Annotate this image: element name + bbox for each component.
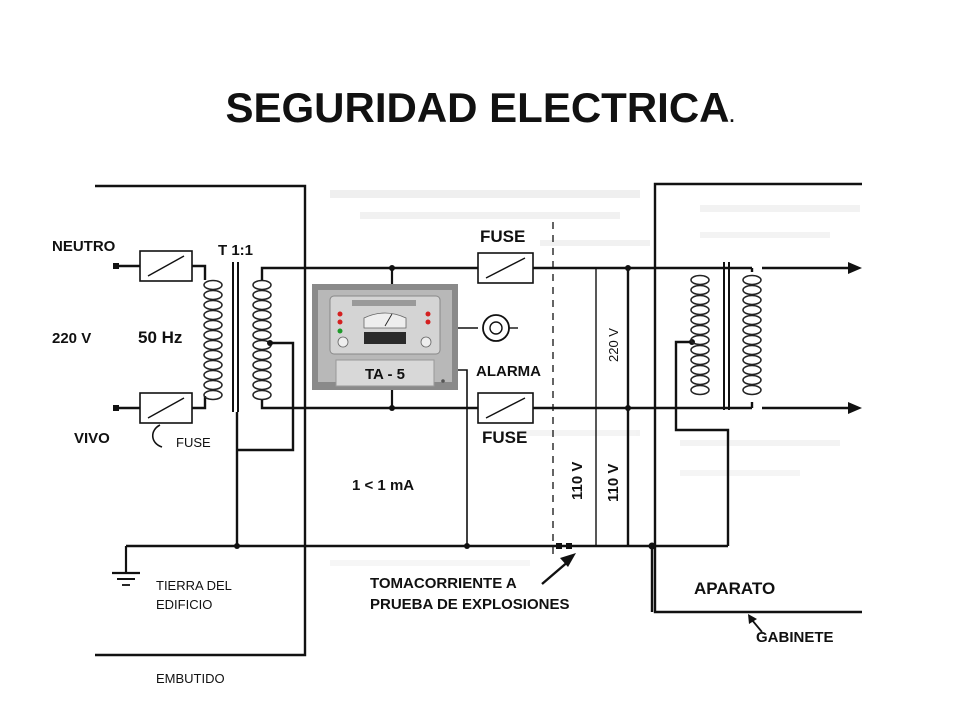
- label-tierra-line1: TIERRA DEL: [156, 578, 232, 593]
- monitor-label: TA - 5: [365, 366, 405, 383]
- label-110v-outlet-a: 110 V: [569, 462, 586, 500]
- outlet-pointer-arrow: [541, 553, 576, 585]
- label-neutro: NEUTRO: [52, 238, 116, 255]
- apparatus-transformer-core: [723, 262, 730, 410]
- apparatus-transformer-right-coil: [742, 274, 762, 396]
- label-voltage-in: 220 V: [52, 330, 91, 347]
- ta5-isolation-monitor: [312, 284, 458, 390]
- label-110v-outlet-b: 110 V: [605, 464, 622, 502]
- fuse-top: [477, 252, 534, 284]
- slide-title: SEGURIDAD ELECTRICA.: [0, 84, 960, 132]
- label-fuse-top: FUSE: [480, 227, 525, 246]
- secondary-top-line: [260, 266, 752, 280]
- transformer-shield-loop: [235, 341, 295, 546]
- apparatus-housing-outline: [653, 182, 862, 614]
- background-ghost-text: [330, 190, 860, 566]
- label-aparato: APARATO: [694, 579, 775, 598]
- apparatus-transformer-left-coil: [690, 274, 710, 396]
- input-vivo-line: [113, 392, 207, 448]
- output-arrow-top: [762, 262, 862, 274]
- outlet-contacts: [556, 543, 572, 549]
- slide-title-text: SEGURIDAD ELECTRICA: [225, 84, 730, 131]
- transformer-core: [232, 262, 239, 412]
- label-tierra-line2: EDIFICIO: [156, 597, 212, 612]
- label-tomacorriente-line2: PRUEBA DE EXPLOSIONES: [370, 596, 569, 613]
- label-220v-outlet: 220 V: [606, 328, 621, 362]
- transformer-secondary-coil: [252, 279, 272, 401]
- slide-title-suffix: .: [729, 106, 735, 126]
- apparatus-ground-loop: [674, 340, 730, 546]
- label-vivo: VIVO: [74, 430, 110, 447]
- outlet-vertical-lines: [595, 265, 631, 546]
- label-transformer-ratio: T 1:1: [218, 242, 253, 259]
- transformer-primary-coil: [203, 279, 223, 401]
- label-embutido: EMBUTIDO: [156, 671, 225, 686]
- fuse-bottom: [477, 392, 534, 424]
- label-fuse-bottom: FUSE: [482, 428, 527, 447]
- secondary-bottom-line: [260, 400, 752, 410]
- label-tomacorriente-line1: TOMACORRIENTE A: [370, 575, 517, 592]
- output-arrow-bottom: [762, 402, 862, 414]
- earth-ground-icon: [112, 546, 140, 586]
- label-frequency: 50 Hz: [138, 328, 182, 347]
- label-fuse-input: FUSE: [176, 435, 211, 450]
- alarm-bell-icon: [482, 314, 518, 342]
- input-neutro-line: [113, 250, 207, 282]
- building-wall-outline: [95, 184, 307, 657]
- cabinet-pointer-arrow: [748, 614, 763, 633]
- label-gabinete: GABINETE: [756, 629, 834, 646]
- label-leakage-current: 1 < 1 mA: [352, 477, 414, 494]
- label-alarma: ALARMA: [476, 363, 541, 380]
